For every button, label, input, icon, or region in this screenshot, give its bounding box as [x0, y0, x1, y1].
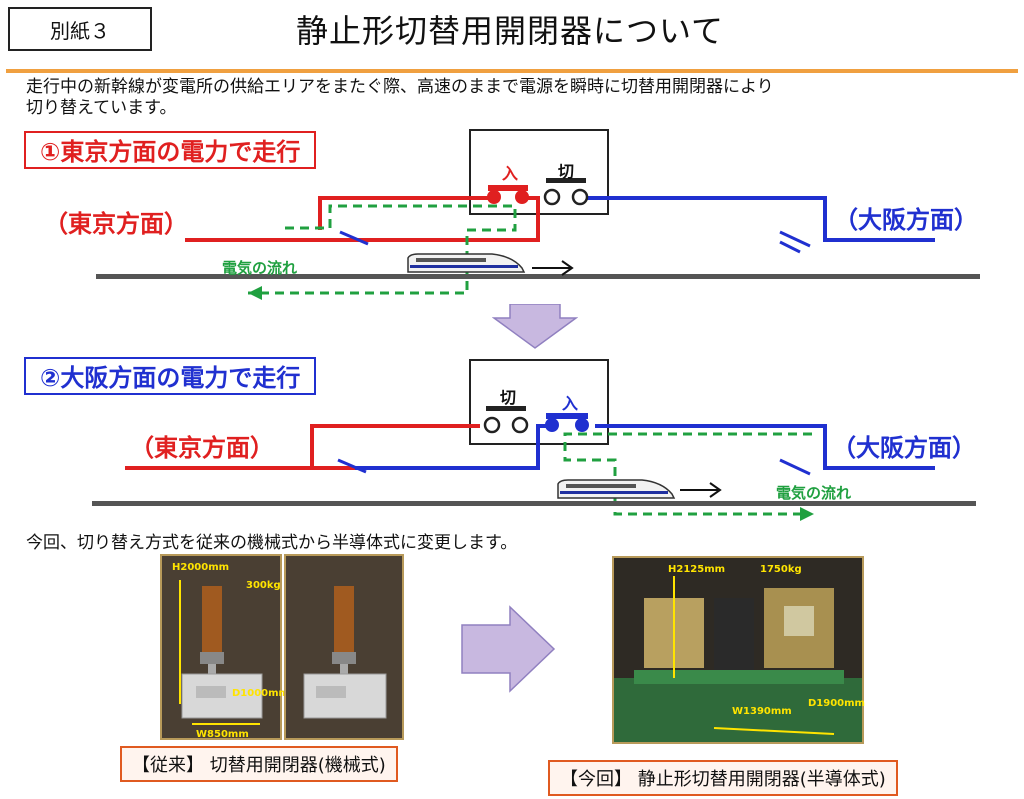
- osaka-label-2: （大阪方面）: [832, 434, 976, 462]
- flow-label-1: 電気の流れ: [222, 259, 298, 277]
- diagram-osaka-power: [92, 359, 976, 521]
- mechanical-switch-illustration: [162, 556, 280, 738]
- down-arrow-icon: [492, 304, 578, 349]
- train-icon: [557, 479, 676, 499]
- before-width: W850mm: [196, 729, 249, 740]
- switch-on-label-2: 入: [562, 394, 579, 413]
- flow-path: [248, 204, 517, 295]
- switch-off-label-1: 切: [558, 162, 575, 181]
- track: [92, 501, 976, 506]
- right-arrow-icon: [461, 605, 556, 693]
- train-icon: [407, 253, 526, 273]
- change-description: 今回、切り替え方式を従来の機械式から半導体式に変更します。: [26, 533, 518, 553]
- intro-text: 走行中の新幹線が変電所の供給エリアをまたぐ際、高速のままで電源を瞬時に切替用開閉…: [26, 77, 986, 119]
- header-rule: [6, 69, 1018, 73]
- tokyo-feeder-line: [125, 424, 480, 470]
- attachment-tag: 別紙３: [8, 7, 152, 51]
- intro-line-1: 走行中の新幹線が変電所の供給エリアをまたぐ際、高速のままで電源を瞬時に切替用開閉…: [26, 77, 774, 97]
- flow-path: [563, 432, 812, 516]
- osaka-feeder-line: [595, 424, 935, 470]
- tokyo-label-1: （東京方面）: [44, 210, 188, 238]
- diagram-tokyo-power: [96, 129, 980, 300]
- before-depth: D1000mm: [232, 688, 289, 699]
- before-caption: 【従来】 切替用開閉器(機械式): [120, 746, 398, 782]
- mechanical-switch-photo-1: [160, 554, 282, 740]
- after-weight: 1750kg: [760, 564, 802, 575]
- mechanical-switch-illustration: [286, 556, 402, 738]
- semiconductor-switch-photo: [612, 556, 864, 744]
- semiconductor-switch-illustration: [614, 558, 862, 742]
- switch-contact-off: [543, 188, 561, 206]
- switch-contact-on: [545, 418, 559, 432]
- page-title: 静止形切替用開閉器について: [295, 12, 725, 50]
- before-weight: 300kg: [246, 580, 281, 591]
- section-heading-tokyo-power: ①東京方面の電力で走行: [24, 131, 317, 169]
- flow-label-2: 電気の流れ: [776, 484, 852, 502]
- mechanical-switch-photo-2: [284, 554, 404, 740]
- osaka-label-1: （大阪方面）: [834, 206, 978, 234]
- switch-off-label-2: 切: [500, 388, 517, 407]
- osaka-feeder-line: [578, 196, 935, 242]
- switch-contact-off: [483, 416, 501, 434]
- track: [96, 274, 980, 279]
- intro-line-2: 切り替えています。: [26, 98, 177, 118]
- after-caption: 【今回】 静止形切替用開閉器(半導体式): [548, 760, 898, 796]
- before-height: H2000mm: [172, 562, 230, 573]
- tokyo-label-2: （東京方面）: [130, 434, 274, 462]
- switch-on-label-1: 入: [502, 164, 519, 183]
- after-depth: D1900mm: [808, 698, 865, 709]
- switch-contact-on: [487, 190, 501, 204]
- section-heading-osaka-power: ②大阪方面の電力で走行: [24, 357, 317, 395]
- after-height: H2125mm: [668, 564, 726, 575]
- after-width: W1390mm: [732, 706, 792, 717]
